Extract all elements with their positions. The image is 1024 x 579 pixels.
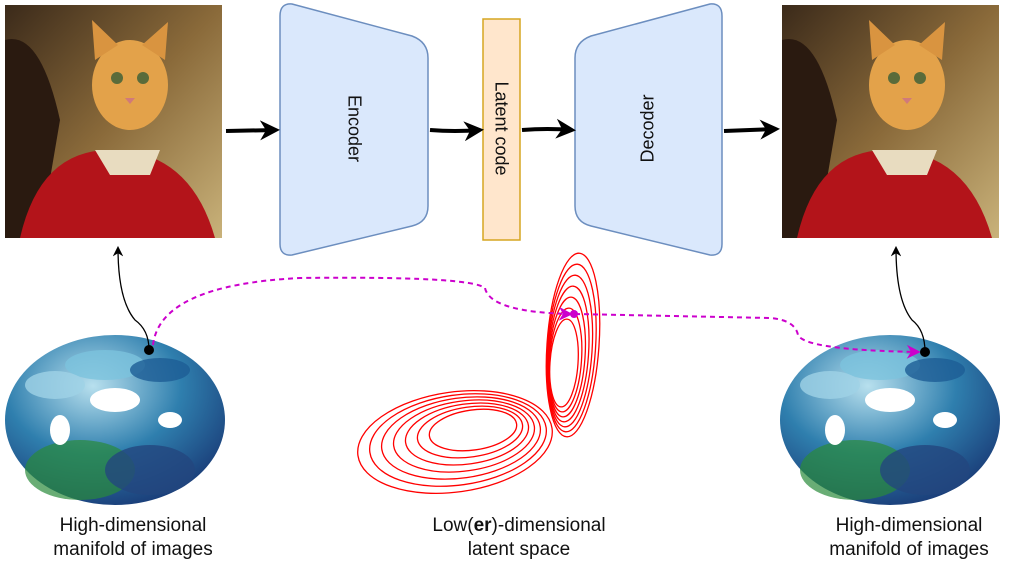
right-caption-line2: manifold of images	[829, 539, 989, 560]
latent-point	[570, 310, 578, 318]
encoder-label: Encoder	[344, 94, 365, 163]
latent-code-block	[482, 18, 521, 241]
encoder-block	[279, 3, 429, 256]
right-manifold	[780, 335, 1000, 505]
center-caption: Low(er)-dimensional latent space	[389, 514, 649, 562]
attractor-left-loop	[392, 399, 536, 473]
attractor-left-loop	[428, 408, 518, 452]
attractor-left-loop	[368, 393, 548, 487]
left-caption: High-dimensional manifold of images	[3, 514, 263, 562]
right-manifold-point	[920, 347, 930, 357]
caption-suffix: )-dimensional	[491, 515, 606, 536]
input-cat-image	[5, 5, 222, 238]
left-manifold	[5, 335, 225, 505]
attractor-right-loop	[547, 296, 587, 418]
output-cat-image	[782, 5, 999, 238]
caption-prefix: Low(	[432, 515, 474, 536]
attractor-right-loop	[545, 252, 601, 438]
attractor-left-loop	[416, 405, 524, 459]
center-caption-line1: Low(er)-dimensional	[389, 514, 649, 538]
decoded-path	[574, 313, 921, 359]
attractor-right-loop	[547, 285, 590, 423]
decoder-block	[574, 3, 723, 256]
attractor-left-loop	[357, 389, 553, 495]
decoder-label: Decoder	[637, 94, 658, 163]
right-link-arrow	[890, 245, 926, 353]
caption-bold: er	[473, 515, 492, 536]
left-caption-line1: High-dimensional	[59, 515, 207, 536]
attractor-left-loop	[380, 396, 542, 480]
center-caption-line2: latent space	[467, 539, 571, 560]
attractor-left-loop	[404, 402, 530, 466]
left-manifold-point	[144, 345, 154, 355]
latent-code-label: Latent code	[491, 81, 512, 176]
attractor-right-loop	[546, 263, 597, 433]
right-caption-line1: High-dimensional	[835, 515, 983, 536]
attractor-right-loop	[546, 274, 594, 428]
latent-path	[152, 276, 573, 346]
right-caption: High-dimensional manifold of images	[779, 514, 1024, 562]
latent-attractor	[357, 252, 601, 495]
left-link-arrow	[112, 245, 150, 351]
flow-arrows	[225, 118, 780, 142]
left-caption-line2: manifold of images	[53, 539, 213, 560]
